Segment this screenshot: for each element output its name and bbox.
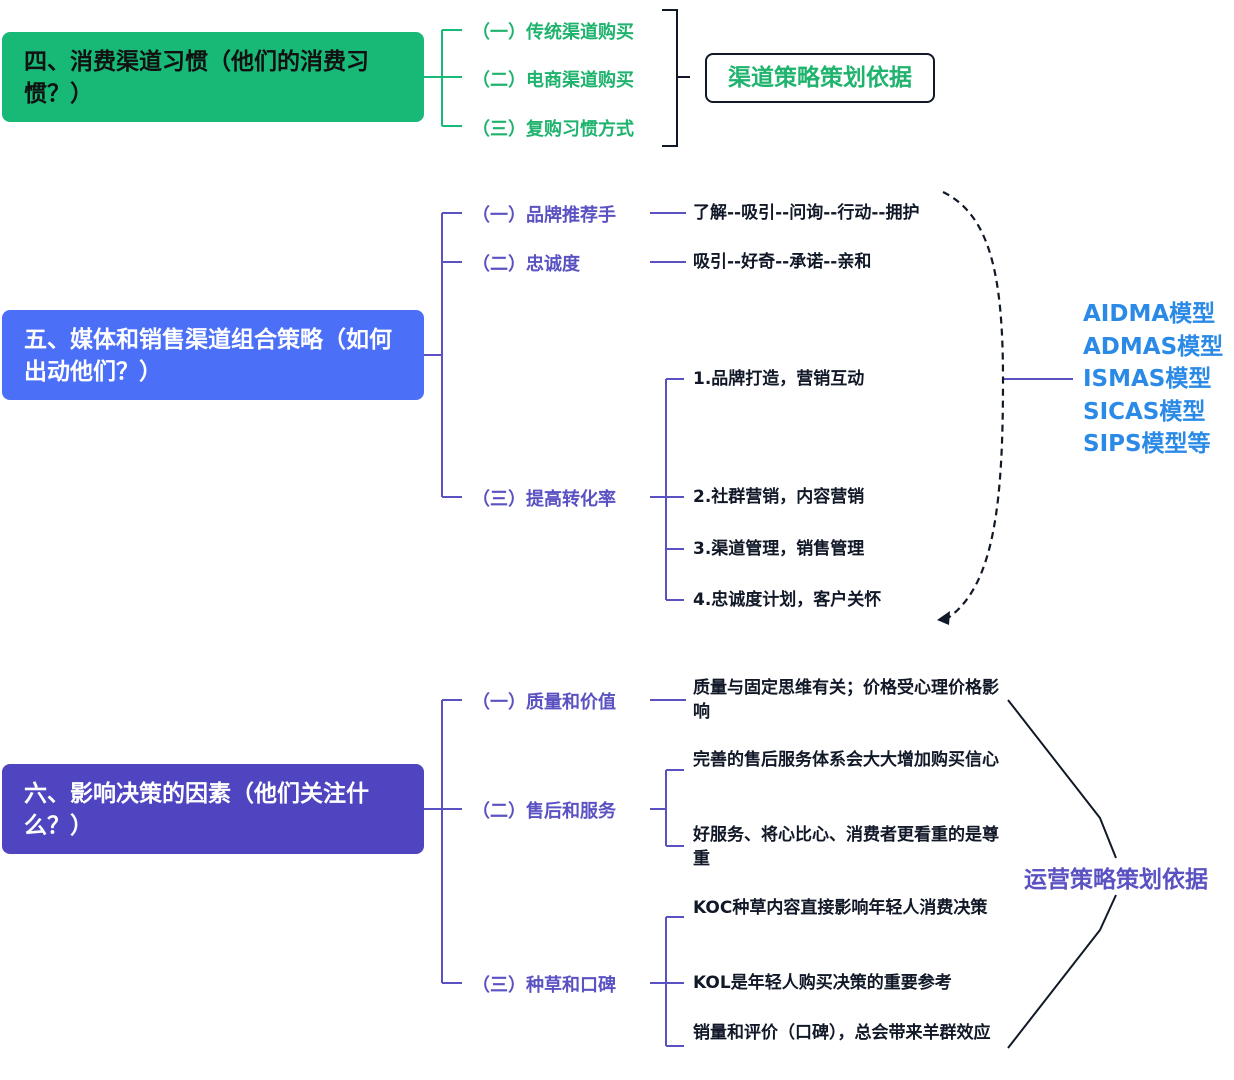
section5-item1-detail: 了解--吸引--问询--行动--拥护 <box>693 203 920 223</box>
section6-item-1: （一）质量和价值 <box>472 692 616 713</box>
model-sips: SIPS模型等 <box>1083 431 1211 457</box>
operations-strategy-label: 运营策略策划依据 <box>1024 867 1208 893</box>
section5-item3-detail-1: 1.品牌打造，营销互动 <box>693 369 865 389</box>
section6-item3-detail-2: KOL是年轻人购买决策的重要参考 <box>693 973 952 993</box>
model-admas: ADMAS模型 <box>1083 333 1224 360</box>
section6-item-3: （三）种草和口碑 <box>472 975 616 996</box>
section6-item3-detail-3: 销量和评价（口碑），总会带来羊群效应 <box>693 1023 991 1043</box>
section4-item-3: （三）复购习惯方式 <box>472 119 634 140</box>
section5-item3-detail-2: 2.社群营销，内容营销 <box>693 487 865 507</box>
section5-title-box: 五、媒体和销售渠道组合策略（如何出动他们？） <box>2 310 424 400</box>
section6-item3-detail-1: KOC种草内容直接影响年轻人消费决策 <box>693 898 988 918</box>
section5-title: 五、媒体和销售渠道组合策略（如何出动他们？） <box>24 327 392 385</box>
model-sicas: SICAS模型 <box>1083 398 1206 425</box>
section5-item-1: （一）品牌推荐手 <box>472 205 616 226</box>
section5-item3-detail-4: 4.忠诚度计划，客户关怀 <box>693 590 882 610</box>
section5-item3-detail-3: 3.渠道管理，销售管理 <box>693 539 865 559</box>
section6-title-box: 六、影响决策的因素（他们关注什么？） <box>2 764 424 854</box>
section4-item-2: （二）电商渠道购买 <box>472 70 634 91</box>
section6-item1-detail: 质量与固定思维有关；价格受心理价格影响 <box>693 678 999 722</box>
section5-item2-detail: 吸引--好奇--承诺--亲和 <box>693 252 872 272</box>
section6-item-2: （二）售后和服务 <box>472 801 616 822</box>
model-list: AIDMA模型 ADMAS模型 ISMAS模型 SICAS模型 SIPS模型等 <box>1083 298 1223 461</box>
section5-item-2: （二）忠诚度 <box>472 254 580 275</box>
section5-item-3: （三）提高转化率 <box>472 489 616 510</box>
channel-strategy-label: 渠道策略策划依据 <box>728 65 912 91</box>
section4-title: 四、消费渠道习惯（他们的消费习惯？） <box>24 49 369 107</box>
model-ismas: ISMAS模型 <box>1083 366 1212 392</box>
channel-strategy-box: 渠道策略策划依据 <box>705 53 935 103</box>
section4-item-1: （一）传统渠道购买 <box>472 22 634 43</box>
section4-title-box: 四、消费渠道习惯（他们的消费习惯？） <box>2 32 424 122</box>
section6-title: 六、影响决策的因素（他们关注什么？） <box>24 781 369 839</box>
section6-item2-detail-1: 完善的售后服务体系会大大增加购买信心 <box>693 750 999 770</box>
section6-item2-detail-2: 好服务、将心比心、消费者更看重的是尊重 <box>693 825 999 869</box>
model-aidma: AIDMA模型 <box>1083 301 1216 327</box>
